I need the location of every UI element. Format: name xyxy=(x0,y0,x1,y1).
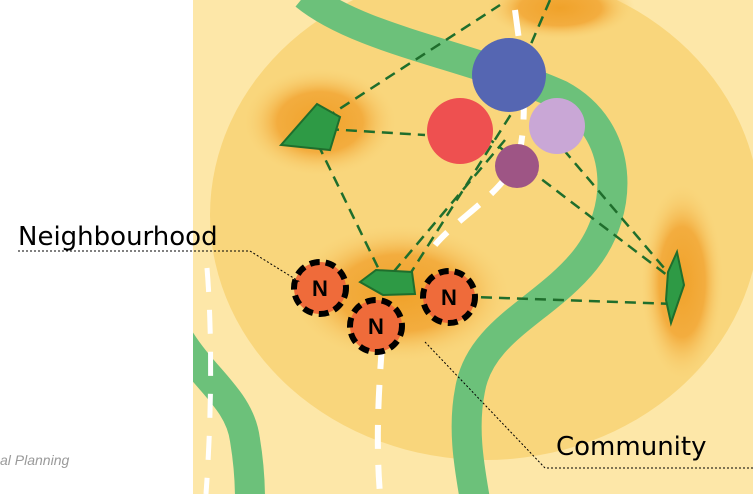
link xyxy=(444,294,677,306)
road-lower-left xyxy=(203,267,214,494)
river xyxy=(295,0,628,494)
neighbourhood-label: Neighbourhood xyxy=(18,222,218,252)
road-lower-center xyxy=(374,344,385,494)
hub-plum xyxy=(495,144,539,188)
green-node-west xyxy=(278,102,342,152)
marker-label: N xyxy=(368,314,384,339)
green-node-east xyxy=(664,248,686,327)
caption-text: al Planning xyxy=(0,452,69,468)
marker-label: N xyxy=(441,285,457,310)
link xyxy=(384,139,506,283)
hub-red xyxy=(427,98,493,164)
neighbourhood-marker: N xyxy=(291,259,349,317)
link xyxy=(309,3,501,130)
marker-label: N xyxy=(312,276,328,301)
neighbourhood-marker: N xyxy=(420,268,478,326)
hub-blue xyxy=(472,38,546,112)
community-leader xyxy=(424,341,753,469)
community-label: Community xyxy=(556,432,706,462)
green-node-center xyxy=(358,268,417,297)
link xyxy=(308,127,387,283)
river-lower-left xyxy=(193,332,265,494)
neighbourhood-leader xyxy=(18,250,301,283)
hub-lilac xyxy=(529,98,585,154)
neighbourhood-marker: N xyxy=(347,297,405,355)
map-area: N N N xyxy=(193,0,753,494)
top-zone xyxy=(485,0,635,40)
